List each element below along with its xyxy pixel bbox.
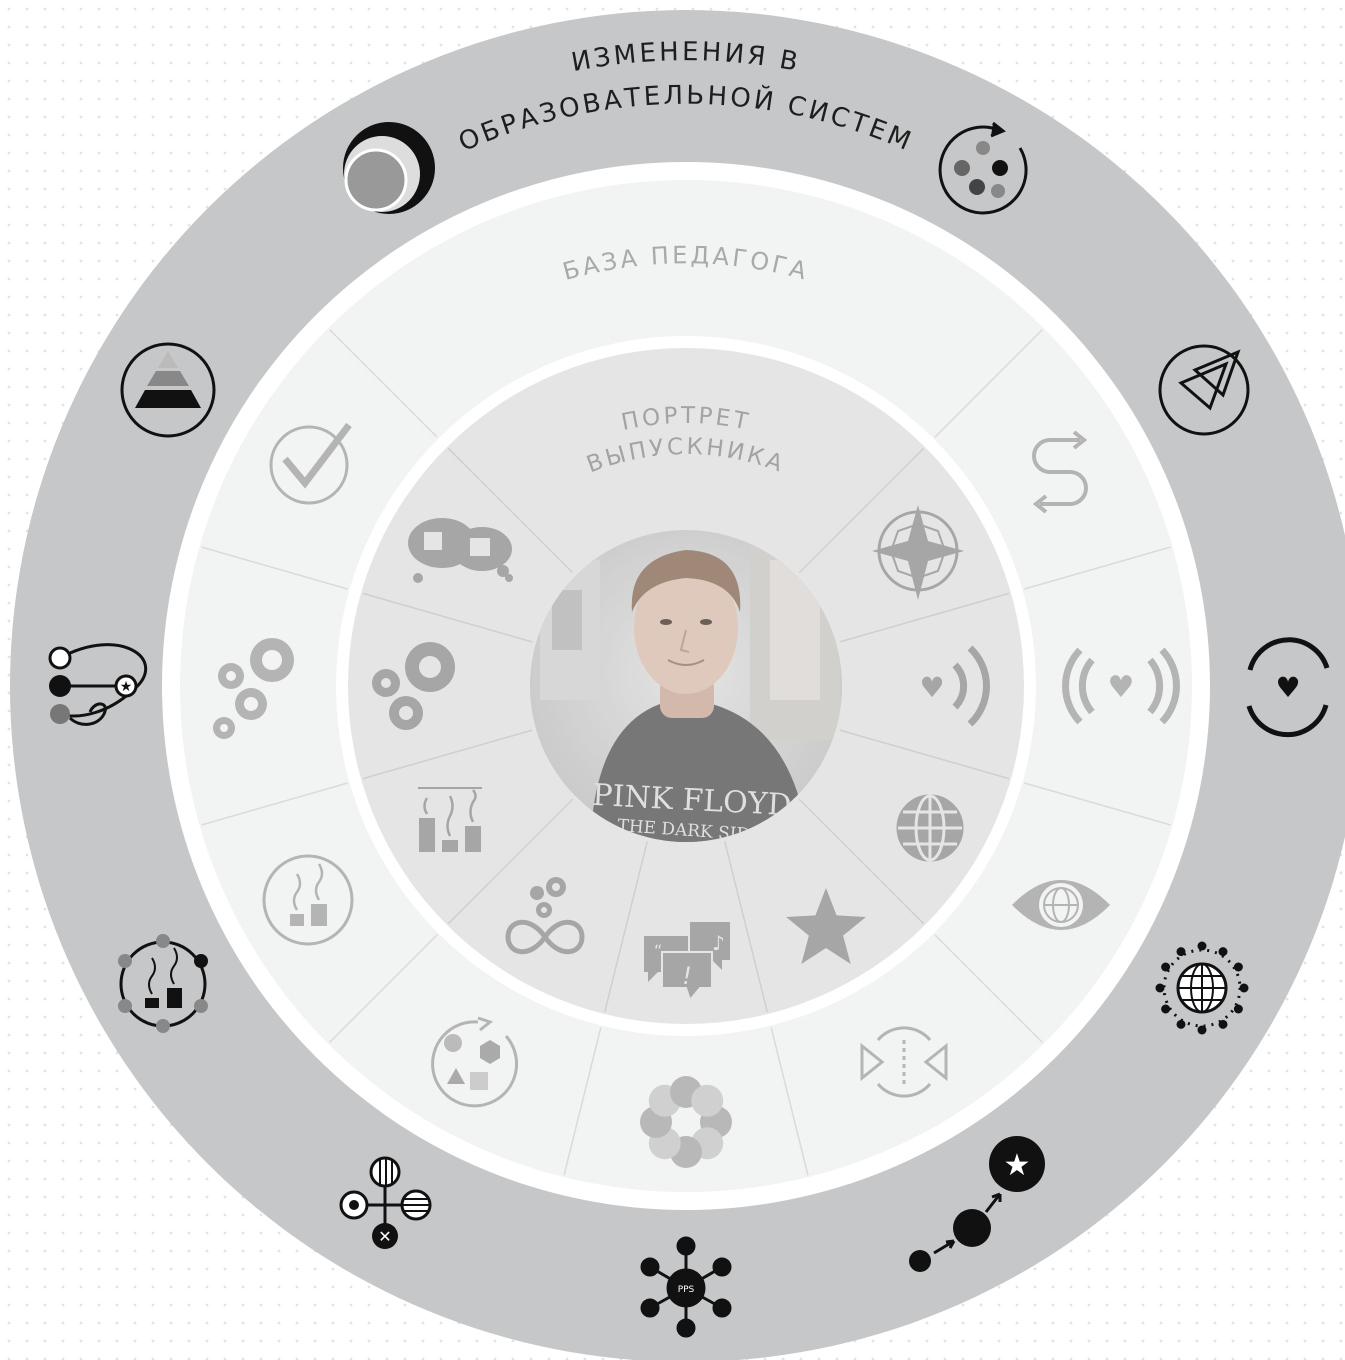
divider-line — [201, 546, 348, 590]
satellite-dot — [1161, 1004, 1171, 1014]
svg-text:✕: ✕ — [378, 1227, 391, 1246]
divider-line — [563, 1027, 602, 1176]
path-star-icon: ★ — [909, 1136, 1045, 1272]
star-icon — [786, 888, 866, 964]
divider-line — [1024, 782, 1171, 826]
rings-icon — [343, 122, 435, 214]
hub-label: PPS — [678, 1285, 695, 1295]
portrait-photo: PINK FLOYD THE DARK SIDE — [530, 530, 842, 842]
growth-circle-icon — [262, 854, 354, 946]
divider-line — [447, 447, 574, 574]
heart-signal-icon: ♥ — [1062, 647, 1180, 725]
network-star-icon: ★ — [48, 643, 148, 726]
satellite-dot — [1155, 983, 1165, 993]
satellite-dot — [1239, 983, 1249, 993]
hub-pps-icon: PPS — [640, 1236, 732, 1338]
satellite-dot — [1233, 1004, 1243, 1014]
heart-signal-icon: ♥ — [919, 645, 990, 727]
globe-dots-icon — [1155, 941, 1249, 1035]
satellite-dot — [1218, 1019, 1228, 1029]
eye-globe-icon — [1012, 880, 1110, 930]
thought-puzzle-icon — [408, 518, 513, 583]
satellite-dot — [1176, 1019, 1186, 1029]
crossroads-icon: ✕ — [339, 1156, 432, 1249]
triangles-icon — [1158, 344, 1250, 436]
svg-text:“: “ — [654, 941, 662, 960]
divider-line — [934, 329, 1043, 438]
compass-icon — [872, 505, 964, 600]
globe-icon — [896, 794, 964, 862]
divider-line — [770, 1027, 809, 1176]
divider-line — [362, 729, 533, 780]
svg-text:★: ★ — [1004, 1148, 1031, 1183]
gears-icon — [372, 642, 455, 730]
divider-line — [603, 841, 649, 1013]
shapes-cycle-icon — [431, 1016, 519, 1108]
divider-line — [447, 798, 574, 925]
satellite-dot — [1233, 962, 1243, 972]
growth-bars-icon — [418, 787, 482, 852]
check-icon — [269, 422, 352, 505]
cycle-dots-icon — [938, 121, 1028, 215]
gears-icon — [213, 638, 294, 739]
svg-text:♥: ♥ — [919, 671, 944, 704]
divider-line — [723, 841, 769, 1013]
svg-text:♥: ♥ — [1108, 670, 1135, 705]
satellite-dot — [1161, 962, 1171, 972]
growth-chart-icon — [118, 934, 208, 1033]
svg-text:♥: ♥ — [1275, 671, 1300, 704]
divider-line — [1024, 546, 1171, 590]
divider-line — [798, 447, 925, 574]
svg-text:★: ★ — [120, 679, 133, 695]
chat-icon: “ ♪ ! — [644, 922, 730, 1003]
flower-petal — [691, 1084, 724, 1117]
heart-cycle-icon: ♥ — [1246, 637, 1330, 738]
divider-line — [201, 782, 348, 826]
divider-line — [934, 934, 1043, 1043]
pyramid-icon — [120, 342, 216, 438]
divider-line — [329, 329, 438, 438]
divider-line — [839, 592, 1010, 643]
path-arrows-icon — [1032, 430, 1088, 514]
satellite-dot — [1197, 1025, 1207, 1035]
flower-icon — [640, 1076, 732, 1168]
divider-line — [329, 934, 438, 1043]
divider-line — [798, 798, 925, 925]
svg-text:!: ! — [682, 962, 692, 990]
satellite-dot — [1176, 947, 1186, 957]
middle-ring-dividers — [201, 329, 1171, 1176]
divider-line — [362, 592, 533, 643]
satellite-dot — [1197, 941, 1207, 951]
satellite-dot — [1218, 947, 1228, 957]
inner-ring-dividers — [362, 447, 1010, 1013]
gears-infinity-icon — [505, 877, 585, 955]
svg-text:♪: ♪ — [712, 931, 725, 955]
exchange-icon — [860, 1026, 948, 1098]
divider-line — [839, 729, 1010, 780]
